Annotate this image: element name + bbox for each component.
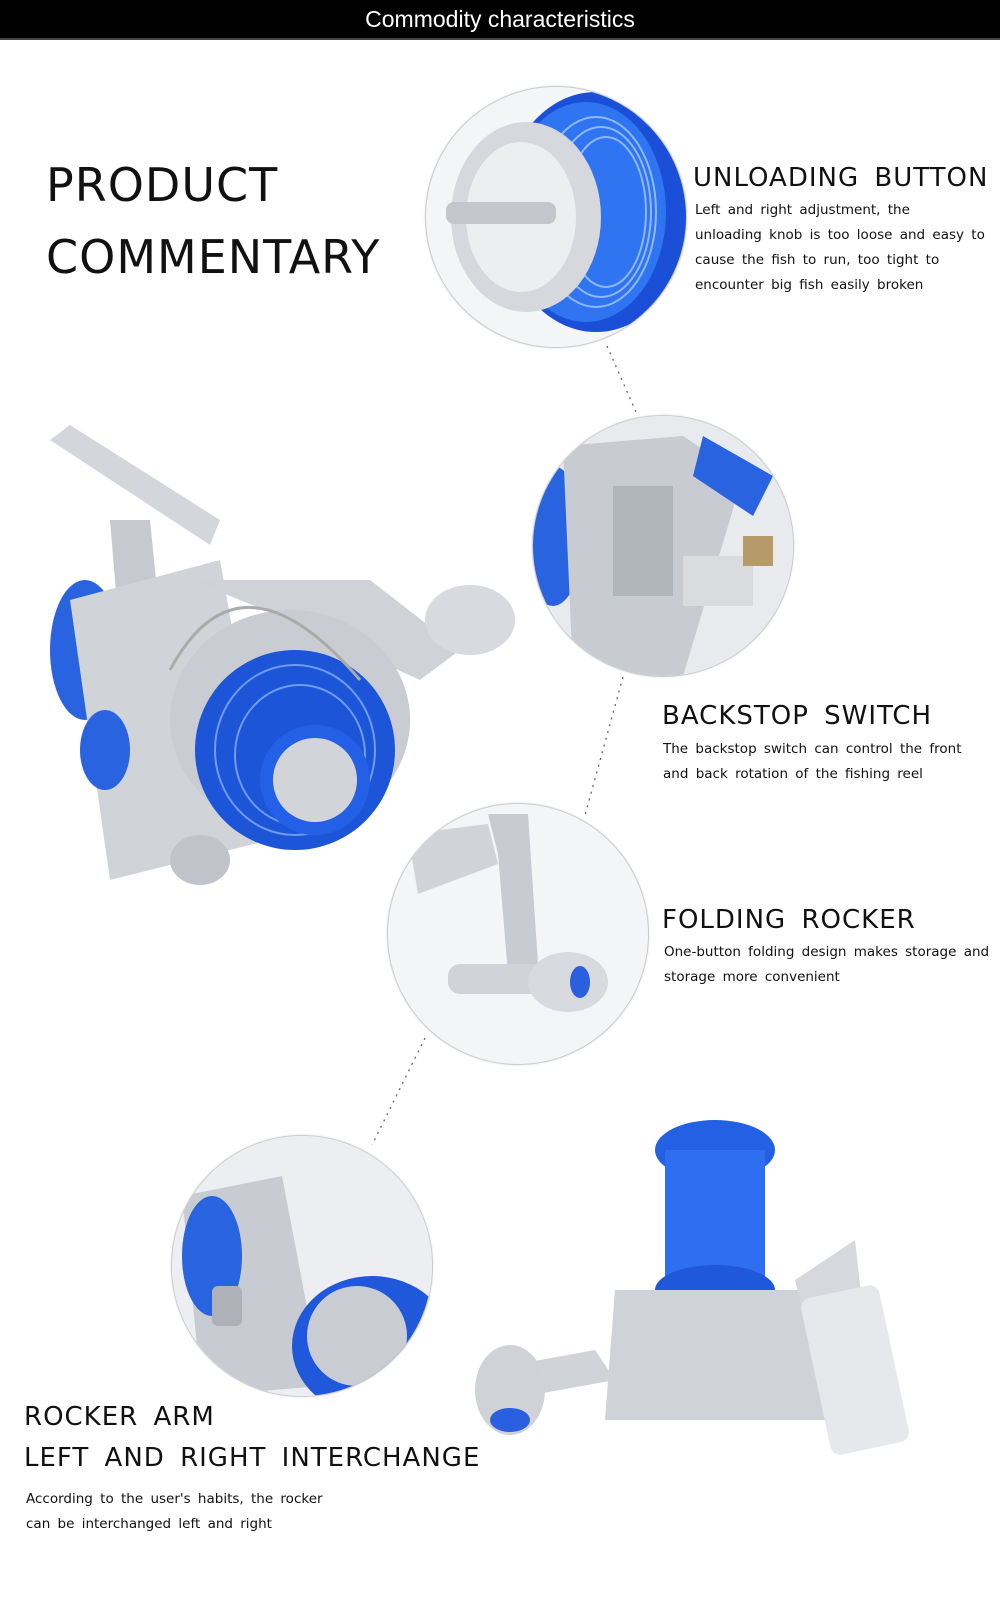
feature-text-rocker-arm: According to the user's habits, the rock… (26, 1491, 323, 1532)
intro-line-2: COMMENTARY (46, 230, 381, 284)
feature-title-rocker-arm: ROCKER ARM (24, 1402, 215, 1432)
feature-text-backstop-switch: The backstop switch can control the fron… (663, 741, 962, 782)
header-bar: Commodity characteristics (0, 0, 1000, 40)
feature-title-backstop-switch: BACKSTOP SWITCH (662, 701, 933, 731)
feature-title-unloading-button: UNLOADING BUTTON (693, 163, 989, 193)
intro-line-1: PRODUCT (46, 158, 279, 212)
feature-subtitle-rocker-arm: LEFT AND RIGHT INTERCHANGE (24, 1443, 481, 1473)
rocker-arm-image (171, 1135, 433, 1397)
second-reel-image (475, 1120, 909, 1455)
unloading-button-image (425, 86, 687, 348)
feature-title-folding-rocker: FOLDING ROCKER (662, 905, 916, 935)
header-title: Commodity characteristics (365, 6, 635, 32)
backstop-switch-image (532, 415, 794, 677)
folding-rocker-image (387, 803, 649, 1065)
main-reel-image (50, 425, 515, 885)
feature-text-unloading-button: Left and right adjustment, the unloading… (695, 202, 985, 293)
feature-text-folding-rocker: One-button folding design makes storage … (664, 944, 990, 985)
